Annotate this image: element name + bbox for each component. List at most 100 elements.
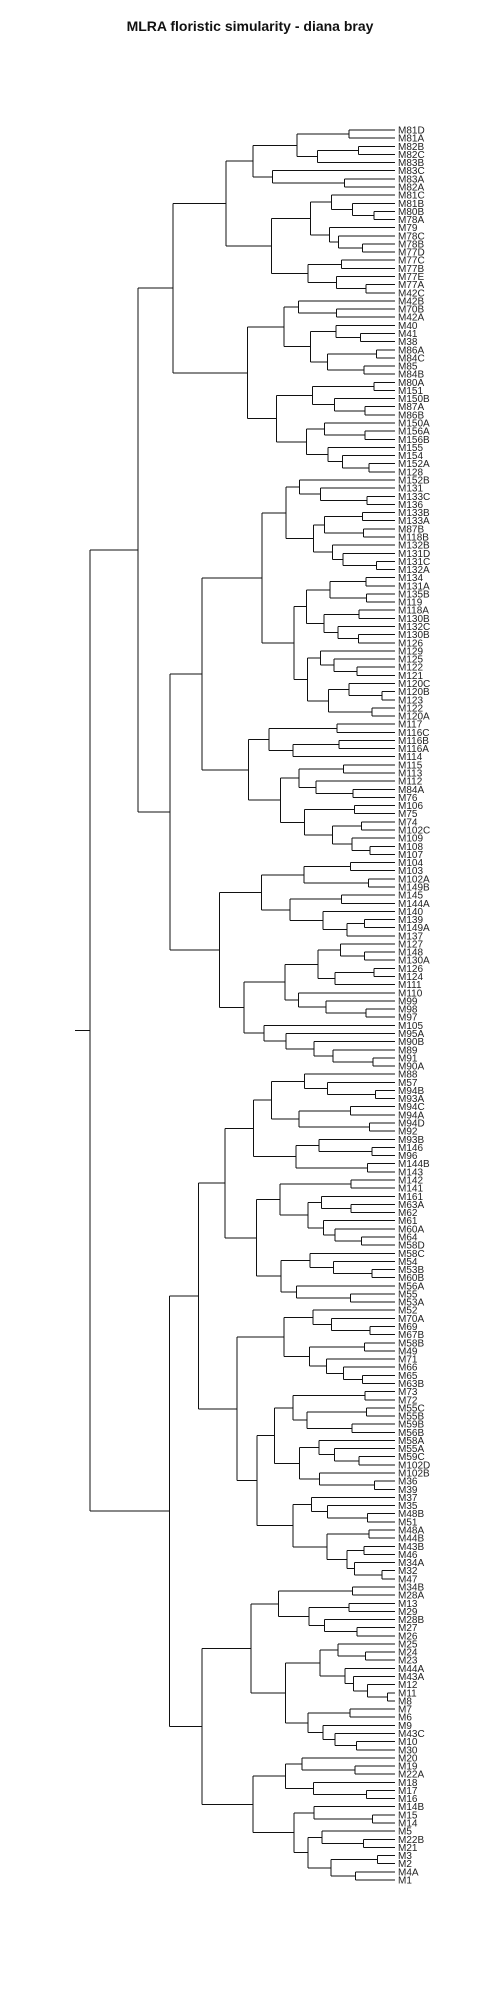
leaf-label: M13 (398, 1599, 418, 1610)
leaf-label: M87A (398, 402, 424, 413)
leaf-label: M131D (398, 549, 430, 560)
leaf-label: M136 (398, 500, 423, 511)
leaf-label: M11 (398, 1688, 417, 1699)
leaf-label: M1 (398, 1876, 412, 1887)
leaf-label: M86B (398, 410, 424, 421)
leaf-label: M152A (398, 459, 430, 470)
leaf-label: M59C (398, 1452, 425, 1463)
leaf-label: M113 (398, 769, 423, 780)
leaf-label: M56A (398, 1281, 424, 1292)
leaf-label: M123 (398, 695, 423, 706)
leaf-label: M114 (398, 752, 423, 763)
leaf-label: M99 (398, 996, 418, 1007)
leaf-label: M131A (398, 581, 430, 592)
leaf-label: M15 (398, 1810, 418, 1821)
leaf-label: M47 (398, 1574, 418, 1585)
leaf-label: M78C (398, 231, 425, 242)
leaf-label: M81D (398, 126, 425, 137)
leaf-label: M154 (398, 451, 423, 462)
leaf-label: M60A (398, 1224, 424, 1235)
leaf-label: M59B (398, 1420, 424, 1431)
leaf-label: M22B (398, 1835, 424, 1846)
leaf-label: M93B (398, 1135, 424, 1146)
leaf-label: M161 (398, 1192, 423, 1203)
leaf-label: M72 (398, 1395, 418, 1406)
leaf-label: M76 (398, 793, 418, 804)
leaf-label: M78A (398, 215, 424, 226)
leaf-label: M28A (398, 1591, 424, 1602)
leaf-label: M139 (398, 915, 423, 926)
leaf-labels: M81DM81AM82BM82CM83BM83CM83AM82AM81CM81B… (398, 126, 430, 1887)
leaf-label: M132B (398, 541, 430, 552)
leaf-label: M112 (398, 777, 423, 788)
leaf-label: M24 (398, 1648, 418, 1659)
leaf-label: M92 (398, 1127, 418, 1138)
leaf-label: M85 (398, 362, 418, 373)
leaf-label: M94D (398, 1119, 425, 1130)
leaf-label: M78B (398, 239, 424, 250)
leaf-label: M140 (398, 907, 423, 918)
leaf-label: M134 (398, 573, 423, 584)
leaf-label: M41 (398, 329, 418, 340)
leaf-label: M137 (398, 931, 423, 942)
leaf-label: M93A (398, 1094, 424, 1105)
leaf-label: M97 (398, 1013, 418, 1024)
leaf-label: M87B (398, 524, 424, 535)
leaf-label: M142 (398, 1176, 423, 1187)
leaf-label: M130A (398, 956, 430, 967)
leaf-label: M23 (398, 1656, 418, 1667)
leaf-label: M16 (398, 1794, 418, 1805)
leaf-label: M9 (398, 1721, 412, 1732)
leaf-label: M40 (398, 321, 418, 332)
leaf-label: M28B (398, 1615, 424, 1626)
leaf-label: M141 (398, 1184, 423, 1195)
leaf-label: M90B (398, 1037, 424, 1048)
leaf-label: M81C (398, 191, 425, 202)
leaf-label: M143 (398, 1167, 423, 1178)
leaf-label: M102B (398, 1469, 430, 1480)
leaf-label: M75 (398, 809, 418, 820)
leaf-label: M53B (398, 1265, 424, 1276)
leaf-label: M37 (398, 1493, 418, 1504)
leaf-label: M120B (398, 687, 430, 698)
leaf-label: M51 (398, 1517, 418, 1528)
leaf-label: M81B (398, 199, 424, 210)
leaf-label: M88 (398, 1070, 418, 1081)
leaf-label: M116B (398, 736, 429, 747)
leaf-label: M106 (398, 801, 423, 812)
leaf-label: M102A (398, 874, 430, 885)
leaf-label: M144B (398, 1159, 430, 1170)
leaf-label: M82B (398, 142, 424, 153)
leaf-label: M104 (398, 858, 423, 869)
leaf-label: M102C (398, 826, 430, 837)
leaf-label: M12 (398, 1680, 418, 1691)
leaf-label: M82C (398, 150, 425, 161)
leaf-label: M71 (398, 1355, 418, 1366)
leaf-label: M83B (398, 158, 424, 169)
leaf-label: M156B (398, 435, 430, 446)
leaf-label: M57 (398, 1078, 418, 1089)
leaf-label: M146 (398, 1143, 423, 1154)
leaf-label: M27 (398, 1623, 418, 1634)
leaf-label: M150A (398, 419, 430, 430)
leaf-label: M107 (398, 850, 423, 861)
leaf-label: M43B (398, 1542, 424, 1553)
leaf-label: M151 (398, 386, 423, 397)
leaf-label: M84B (398, 370, 424, 381)
leaf-label: M10 (398, 1737, 418, 1748)
leaf-label: M46 (398, 1550, 418, 1561)
leaf-label: M39 (398, 1485, 418, 1496)
leaf-label: M36 (398, 1477, 418, 1488)
leaf-label: M42B (398, 296, 424, 307)
dendrogram-links (75, 129, 395, 1881)
leaf-label: M102D (398, 1460, 430, 1471)
leaf-label: M55A (398, 1444, 424, 1455)
leaf-label: M149A (398, 923, 430, 934)
leaf-label: M116C (398, 728, 430, 739)
leaf-label: M77B (398, 264, 424, 275)
leaf-label: M21 (398, 1843, 418, 1854)
leaf-label: M108 (398, 842, 423, 853)
leaf-label: M34A (398, 1558, 424, 1569)
leaf-label: M63A (398, 1200, 424, 1211)
